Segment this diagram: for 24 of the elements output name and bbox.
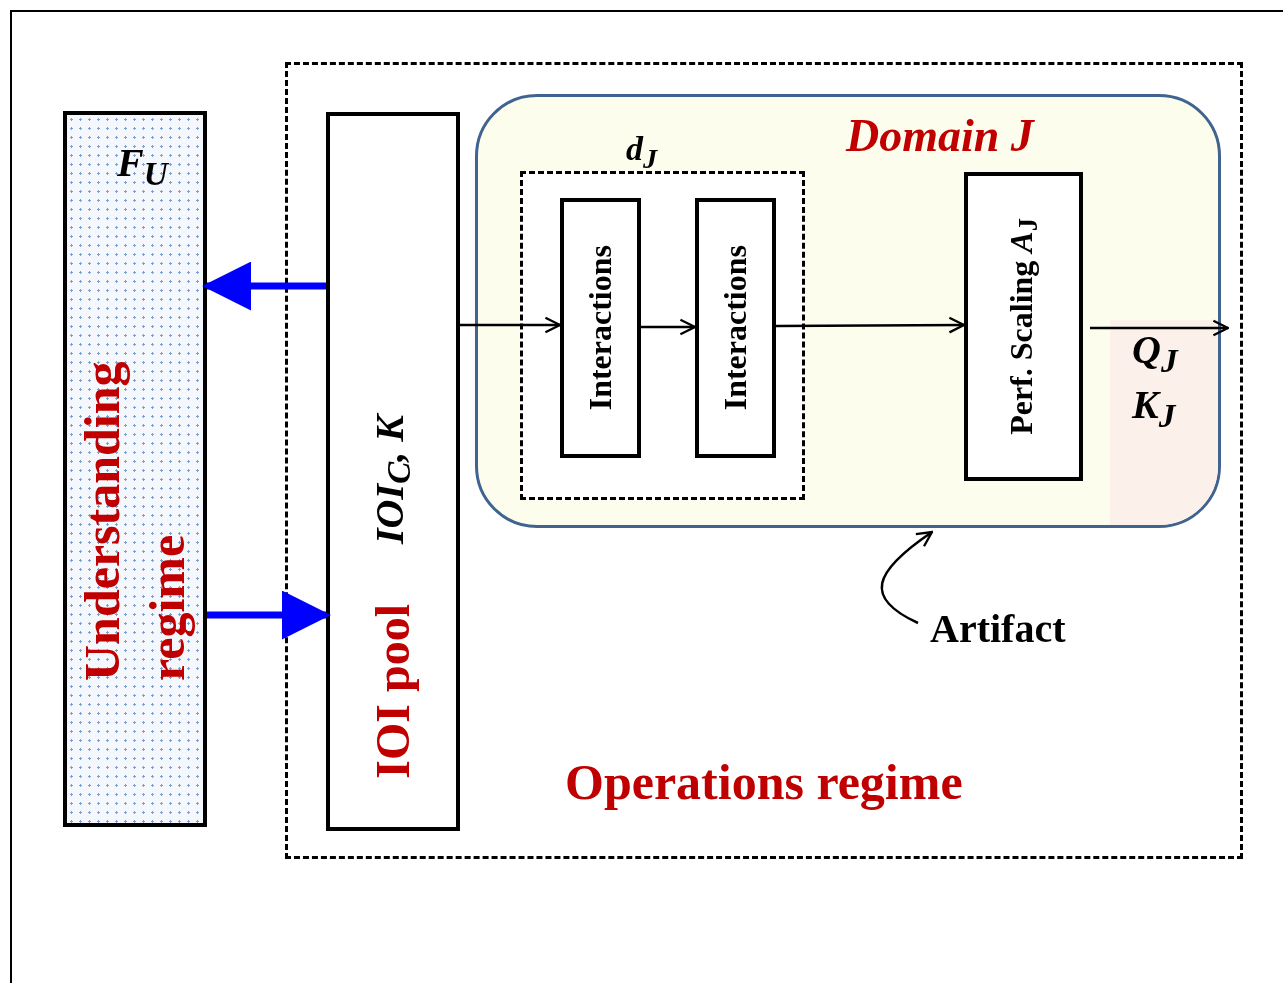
process-box — [560, 198, 641, 458]
pool-box — [326, 112, 460, 831]
arrow — [641, 318, 697, 336]
process-box — [695, 198, 776, 458]
pool-title: IOI pool — [365, 604, 421, 779]
process-label: Interactions — [717, 245, 754, 411]
arrow — [207, 590, 331, 640]
region-box — [285, 62, 1243, 859]
domain-title: Domain J — [846, 111, 1034, 162]
formula-label: d$_{J}$ — [626, 130, 658, 174]
regime-title: Understanding regime — [73, 360, 196, 681]
regime-box — [63, 111, 207, 827]
process-box — [964, 172, 1083, 481]
process-label: Interactions — [582, 245, 619, 411]
arrow — [202, 261, 326, 311]
callout-text: Artifact — [930, 604, 1066, 652]
arrow — [776, 316, 966, 334]
arrow — [460, 316, 562, 334]
arrow — [1090, 319, 1230, 337]
formula-label: Q$_{J}$ K$_{J}$ — [1132, 326, 1180, 436]
formula-label: F$_{U}$ — [117, 141, 168, 193]
arrow — [880, 530, 934, 625]
region-title: Operations regime — [565, 755, 963, 810]
domain-box — [475, 94, 1221, 528]
